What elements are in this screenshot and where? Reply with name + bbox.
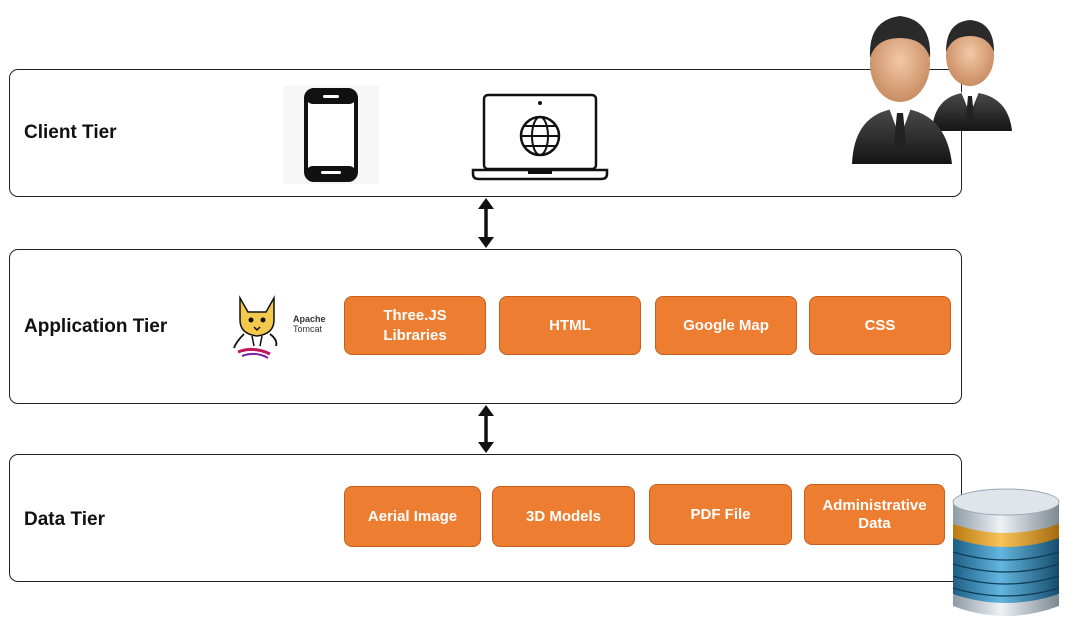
component-html-label: HTML <box>549 316 591 334</box>
tomcat-name-line1: Apache <box>293 314 326 324</box>
component-threejs-libraries: Three.JS Libraries <box>344 296 486 355</box>
client-tier-label: Client Tier <box>24 122 117 143</box>
component-google-map-label: Google Map <box>683 316 769 334</box>
component-3d-models-label: 3D Models <box>525 507 601 525</box>
component-google-map: Google Map <box>655 296 797 355</box>
smartphone-icon <box>283 86 379 184</box>
tomcat-logo <box>233 295 278 359</box>
data-tier: Data Tier <box>9 454 962 582</box>
application-tier-label: Application Tier <box>24 316 168 337</box>
users-icon <box>852 16 1012 164</box>
component-pdf-file-label: PDF File <box>690 505 751 523</box>
component-administrative-data-label: Administrative Data <box>822 496 927 532</box>
component-threejs-label: Three.JS Libraries <box>383 306 447 344</box>
component-administrative-data: Administrative Data <box>804 484 945 545</box>
component-css-label: CSS <box>864 316 896 334</box>
data-tier-label: Data Tier <box>24 509 105 530</box>
component-css: CSS <box>809 296 951 355</box>
component-pdf-file: PDF File <box>649 484 792 545</box>
database-icon <box>952 488 1060 616</box>
component-aerial-image: Aerial Image <box>344 486 481 547</box>
component-3d-models: 3D Models <box>492 486 635 547</box>
tomcat-name-line2: Tomcat <box>293 324 323 334</box>
component-aerial-image-label: Aerial Image <box>367 507 458 525</box>
laptop-globe-icon <box>471 93 609 181</box>
component-html: HTML <box>499 296 641 355</box>
arrow-client-application <box>478 198 494 248</box>
arrow-application-data <box>478 405 494 453</box>
